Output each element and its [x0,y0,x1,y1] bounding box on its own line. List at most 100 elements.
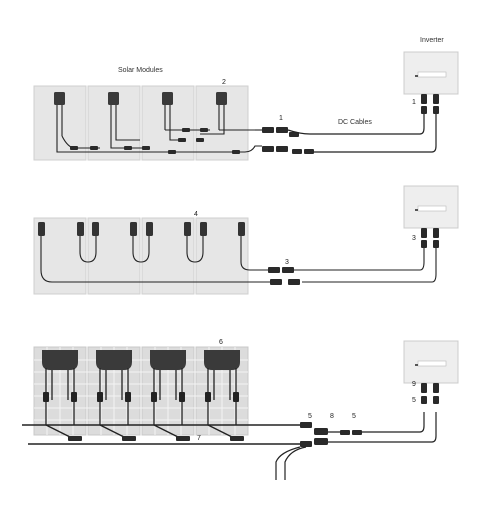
connector [142,146,150,150]
callout-7: 7 [197,435,201,442]
connector [43,392,49,402]
branch-connectors [300,422,362,447]
dc-cables [287,110,437,153]
connector [340,430,350,435]
callout-3: 3 [412,235,416,242]
branch-connector [314,438,328,445]
callout-4: 4 [194,211,198,218]
callout-9: 9 [412,381,416,388]
junction-box [238,222,245,236]
connector [268,267,280,273]
connector [233,392,239,402]
connector [276,127,288,133]
connector [421,396,427,404]
connector [289,132,299,137]
inverter-dc-inputs [421,94,439,114]
dc-cables-label: DC Cables [338,119,372,126]
inverter-indicator [415,209,418,211]
connector [282,267,294,273]
optimizer-body [42,350,78,370]
connector [179,392,185,402]
connector [433,383,439,393]
connector [300,441,312,447]
optimizer-body [204,350,240,370]
connector [90,146,98,150]
connector [276,146,288,152]
connector [292,149,302,154]
inverter-display [417,71,447,78]
dc-cable-connectors [268,267,300,285]
connector [421,106,427,114]
callout-1: 1 [279,115,283,122]
callout-5: 5 [412,397,416,404]
junction-box [146,222,153,236]
optimizer-lead-connectors [43,392,239,402]
trunk-connector [122,436,136,441]
connector [196,138,204,142]
inverter-display [417,360,447,367]
connector [125,392,131,402]
connector [205,392,211,402]
connector [97,392,103,402]
section-3-wiring: 6 7 5 8 5 9 5 [22,339,459,480]
trunk-connector [68,436,82,441]
connector [421,228,427,238]
junction-box [54,92,65,105]
junction-box [77,222,84,236]
callout-8: 8 [330,413,334,420]
connector [262,127,274,133]
junction-box [130,222,137,236]
dc-cable-connectors [262,127,314,154]
dc-cables [275,412,437,480]
connector [270,279,282,285]
connector [70,146,78,150]
module-leads [40,236,437,283]
inverter-dc-inputs [421,228,439,248]
junction-box [216,92,227,105]
section-1-conventional-wiring: Solar Modules [33,37,459,161]
callout-6: 6 [219,339,223,346]
junction-box [162,92,173,105]
callout-5: 5 [352,413,356,420]
connector [433,106,439,114]
connector [232,150,240,154]
callout-2: 2 [222,79,226,86]
inverter-display [417,205,447,212]
connector [178,138,186,142]
optimizer-body [150,350,186,370]
connector [421,383,427,393]
connector [433,396,439,404]
trunk-taps [68,436,244,441]
connector [124,146,132,150]
connector [151,392,157,402]
junction-box [92,222,99,236]
trunk-connector [230,436,244,441]
connector [352,430,362,435]
callout-5: 5 [308,413,312,420]
branch-connector [314,428,328,435]
inverter-indicator [415,364,418,366]
connector [304,149,314,154]
connector [200,128,208,132]
connector [421,94,427,104]
solar-modules-label: Solar Modules [118,67,163,74]
connector [433,228,439,238]
power-optimizers [42,350,240,370]
connector [182,128,190,132]
connector [433,94,439,104]
junction-box [184,222,191,236]
connector [421,240,427,248]
junction-box [38,222,45,236]
optimizer-body [96,350,132,370]
callout-3: 3 [285,259,289,266]
inverter-dc-inputs [421,383,439,404]
trunk-connector [176,436,190,441]
connector [300,422,312,428]
inverter-label: Inverter [420,37,444,44]
inverter-indicator [415,75,418,77]
connector [288,279,300,285]
solar-panel [195,85,249,161]
junction-box [108,92,119,105]
